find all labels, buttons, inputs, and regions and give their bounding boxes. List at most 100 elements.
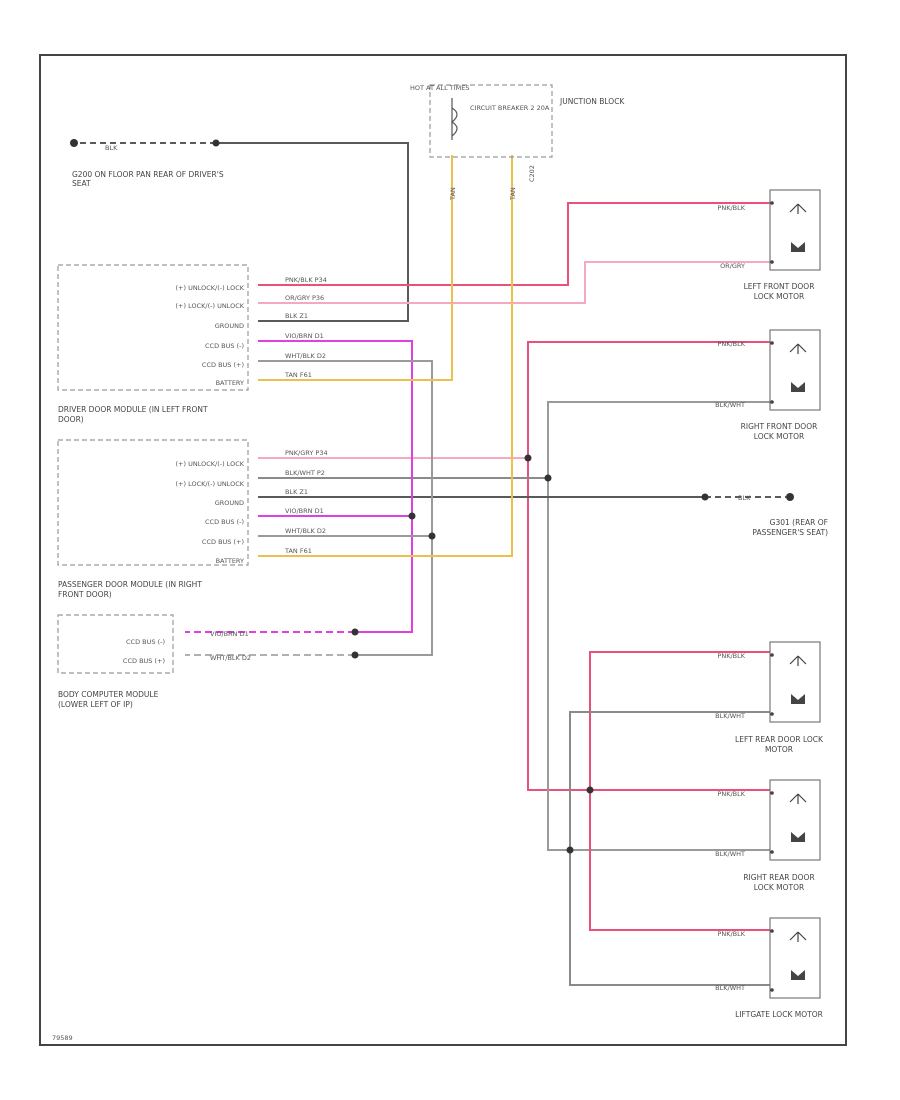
svg-text:PNK/BLK: PNK/BLK [717,652,745,660]
wire-pass-battery [258,155,513,557]
ground-g301-label: G301 (REAR OF PASSENGER'S SEAT) [752,518,828,537]
tan-label-passenger: TAN [509,187,517,201]
pin-ground: GROUND [215,322,244,330]
right-front-lock-motor [769,329,821,411]
wire-ground-driver [216,142,409,322]
passenger-wire-codes: PNK/GRY P34 BLK/WHT P2 BLK Z1 VIO/BRN D1… [284,449,328,555]
pin-battery: BATTERY [216,379,244,387]
switch-icon [789,793,807,804]
left-front-lock-motor [769,189,821,271]
svg-text:PNK/BLK: PNK/BLK [717,790,745,798]
hot-at-all-times-label: HOT AT ALL TIMES [410,84,470,92]
wire-lg-blkwht [569,850,770,986]
svg-text:OR/GRY P36: OR/GRY P36 [285,294,324,302]
left-rear-lock-motor [769,641,821,723]
svg-text:PNK/BLK: PNK/BLK [717,340,745,348]
circuit-breaker-label: CIRCUIT BREAKER 2 20A [470,104,550,112]
lock-motors [769,189,821,999]
svg-text:VIO/BRN D1: VIO/BRN D1 [210,630,249,638]
switch-icon [789,343,807,354]
tan-label-driver: TAN [449,187,457,201]
body-computer-module-label: BODY COMPUTER MODULE (LOWER LEFT OF IP) [58,690,159,709]
wire-ccd-minus [258,340,413,633]
svg-text:PNK/BLK: PNK/BLK [717,204,745,212]
svg-text:WHT/BLK D2: WHT/BLK D2 [285,352,326,360]
svg-text:PNK/BLK: PNK/BLK [717,930,745,938]
passenger-module-pins: (+) UNLOCK/(-) LOCK (+) LOCK/(-) UNLOCK … [176,460,245,565]
connector-c202-label: C202 [528,165,536,182]
svg-text:VIO/BRN D1: VIO/BRN D1 [285,332,324,340]
svg-text:BLK/WHT: BLK/WHT [715,984,745,992]
switch-icon [789,931,807,942]
circuit-breaker-icon [450,98,458,140]
terminal-icon [770,653,774,657]
terminal-icon [770,260,774,264]
junction-block-box [429,84,553,158]
ground-g200-label: G200 ON FLOOR PAN REAR OF DRIVER'S SEAT [72,170,224,188]
svg-text:GROUND: GROUND [215,499,244,507]
motor-icon [791,832,805,842]
wire-rf-blkwht [547,401,770,851]
left-front-motor-label: LEFT FRONT DOOR LOCK MOTOR [743,282,815,301]
wire-ccd-plus [258,360,433,656]
svg-text:BLK/WHT: BLK/WHT [715,712,745,720]
svg-text:WHT/BLK D2: WHT/BLK D2 [285,527,326,535]
terminal-icon [770,988,774,992]
wire-lg-pink [589,790,770,931]
wire-lf-pink [258,202,770,286]
switch-icon [789,203,807,214]
pin-ccd-plus: CCD BUS (+) [202,361,244,369]
passenger-door-module-box [57,439,249,566]
body-computer-module-box [57,614,174,674]
svg-text:VIO/BRN D1: VIO/BRN D1 [285,507,324,515]
liftgate-lock-motor [769,917,821,999]
motor-icon [791,382,805,392]
right-front-motor-label: RIGHT FRONT DOOR LOCK MOTOR [740,422,818,441]
svg-text:CCD BUS (+): CCD BUS (+) [123,657,165,665]
switch-icon [789,655,807,666]
svg-text:BLK Z1: BLK Z1 [285,488,308,496]
wire-lr-pink [589,651,770,790]
blk-label-g200: BLK [105,144,118,152]
right-rear-motor-label: RIGHT REAR DOOR LOCK MOTOR [743,873,815,892]
pin-ccd-minus: CCD BUS (-) [205,342,244,350]
terminal-icon [770,400,774,404]
liftgate-motor-label: LIFTGATE LOCK MOTOR [735,1010,823,1019]
svg-text:TAN F61: TAN F61 [284,371,312,379]
motor-icon [791,242,805,252]
driver-module-pins: (+) UNLOCK/(-) LOCK (+) LOCK/(-) UNLOCK … [176,284,245,387]
wire-driver-battery [258,155,453,381]
motor-icon [791,970,805,980]
junction-block-label: JUNCTION BLOCK [559,97,625,106]
terminal-icon [770,929,774,933]
ground-g301-icon [786,493,794,501]
svg-text:CCD BUS (+): CCD BUS (+) [202,538,244,546]
blk-label-g301: BLK [738,494,751,502]
terminal-icon [770,791,774,795]
motor-icon [791,694,805,704]
splices [212,139,709,854]
bcm-wire-codes: VIO/BRN D1 WHT/BLK D2 [210,630,251,662]
svg-text:(+) LOCK/(-) UNLOCK: (+) LOCK/(-) UNLOCK [176,480,245,488]
terminal-icon [770,341,774,345]
pin-lock-unlock: (+) LOCK/(-) UNLOCK [176,302,245,310]
motor-labels: LEFT FRONT DOOR LOCK MOTOR RIGHT FRONT D… [735,282,823,1019]
terminal-icon [770,850,774,854]
left-rear-motor-label: LEFT REAR DOOR LOCK MOTOR [735,735,823,754]
wire-rf-pink [527,341,770,791]
right-rear-lock-motor [769,779,821,861]
svg-text:BATTERY: BATTERY [216,557,244,565]
driver-wire-codes: PNK/BLK P34 OR/GRY P36 BLK Z1 VIO/BRN D1… [284,276,327,379]
svg-text:PNK/BLK P34: PNK/BLK P34 [285,276,327,284]
motor-wire-codes: PNK/BLK OR/GRY PNK/BLK BLK/WHT PNK/BLK B… [715,204,746,992]
figure-id: 79589 [52,1034,73,1042]
wire-lf-orgry [258,261,770,304]
svg-text:TAN F61: TAN F61 [284,547,312,555]
svg-text:(+) UNLOCK/(-) LOCK: (+) UNLOCK/(-) LOCK [176,460,245,468]
wires [78,142,786,986]
svg-text:CCD BUS (-): CCD BUS (-) [205,518,244,526]
pin-unlock-lock: (+) UNLOCK/(-) LOCK [176,284,245,292]
svg-text:CCD BUS (-): CCD BUS (-) [126,638,165,646]
wire-lr-blkwht [569,711,770,850]
driver-door-module-box [57,264,249,391]
